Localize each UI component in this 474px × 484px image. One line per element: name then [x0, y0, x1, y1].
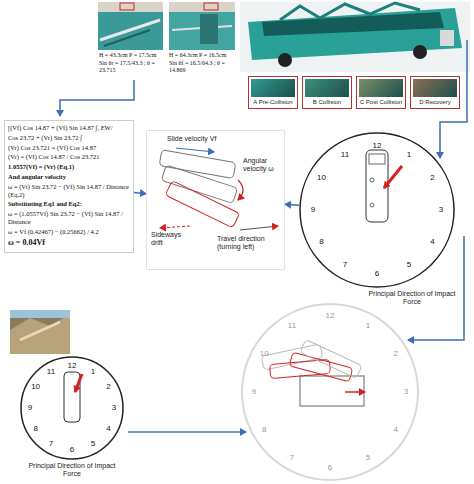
clock-number: 11 [341, 151, 349, 159]
clock-number: 10 [317, 174, 326, 182]
flow-arrow [60, 80, 134, 116]
equation-line: 1.0557(Vf) = (Vr) (Eq.1) [8, 163, 130, 171]
clock-number: 4 [394, 426, 398, 434]
clock-caption: Principal Direction of Impact Force [22, 462, 122, 479]
clock-number: 6 [375, 270, 379, 278]
impact-clock: Principal Direction of Impact Force [299, 132, 455, 288]
flow-connector [285, 204, 299, 206]
measurement-caption: H = 64.3cm P = 16.5cm [169, 52, 235, 59]
clock-number: 3 [112, 404, 116, 412]
motion-label: Sideways drift [151, 231, 191, 247]
clock-number: 2 [430, 174, 434, 182]
bus-top-view [366, 150, 402, 222]
inset-label: B Collision [305, 99, 349, 106]
equation-line: (Vr) = (Vf) Cos 14.87 / Cos 23.721 [8, 153, 130, 161]
phase-inset: D Recovery [410, 76, 460, 109]
measurement-caption: H = 43.3cm P = 17.5cm [99, 52, 165, 59]
inset-label: C Post Collision [359, 99, 403, 106]
clock-number: 7 [290, 454, 294, 462]
flow-arrow [128, 431, 246, 433]
equation-line: (Vr) Cos 23.721 = (Vf) Cos 14.87 [8, 144, 130, 152]
equation-line: ω = 0.04Vf [8, 238, 130, 248]
impact-clock: Principal Direction of Impact Force [20, 356, 124, 460]
clock-number: 1 [407, 151, 411, 159]
clock-number: 5 [407, 261, 411, 269]
flow-arrow [408, 236, 464, 340]
clock-number: 2 [394, 350, 398, 358]
equation-line: ω = (Vr) Sin 23.72 − (Vf) Sin 14.87 / Di… [8, 183, 130, 199]
inset-photo [413, 79, 457, 97]
inset-label: A Pre-Collision [251, 99, 295, 106]
clock-number: 9 [28, 404, 32, 412]
measurement-caption: Sin θf = 16.5/64.3 ; θ = 14.869 [169, 60, 235, 74]
clock-circle [21, 357, 123, 459]
phase-inset: B Collision [302, 76, 352, 109]
clock-number: 10 [31, 383, 40, 391]
clock-face [299, 132, 455, 288]
panel-photo [98, 2, 235, 50]
motion-panel: Slide velocity Vf Angular velocity ω Sidew… [146, 130, 285, 270]
clock-face [20, 356, 124, 460]
inset-label: D Recovery [413, 99, 457, 106]
phase-inset: C Post Collision [356, 76, 406, 109]
bus-top-view [64, 372, 82, 422]
clock-number: 11 [47, 368, 55, 376]
inset-photo [359, 79, 403, 97]
clock-number: 3 [439, 206, 443, 214]
motion-label: Travel direction (turning left) [217, 235, 283, 251]
clock-number: 8 [262, 426, 266, 434]
clock-number: 6 [70, 446, 74, 454]
clock-number: 12 [373, 142, 382, 150]
clock-number: 11 [288, 322, 296, 330]
clock-number: 7 [49, 440, 53, 448]
phase-inset: A Pre-Collision [248, 76, 298, 109]
clock-number: 5 [91, 440, 95, 448]
clock-number: 9 [311, 206, 315, 214]
faded-clock [242, 304, 418, 480]
equation-line: And angular velocity [8, 173, 130, 181]
clock-number: 6 [328, 464, 332, 472]
equation-line: Cos 23.72 + (Vr) Sin 23.72 ∫ [8, 134, 130, 142]
inset-photo [251, 79, 295, 97]
clock-number: 7 [343, 261, 347, 269]
equation-panel: [(Vf) Cos 14.87 + (Vf) Sin 14.87 ∫, EW/C… [4, 120, 134, 253]
clock-number: 12 [326, 312, 335, 320]
clock-number: 9 [252, 388, 256, 396]
clock-caption: Principal Direction of Impact Force [368, 290, 456, 307]
clock-number: 8 [33, 425, 37, 433]
flow-connector [134, 193, 146, 194]
clock-number: 2 [106, 383, 110, 391]
motion-label: Angular velocity ω [243, 157, 285, 173]
clock-circle [300, 133, 454, 287]
clock-number: 4 [106, 425, 110, 433]
clock-number: 8 [319, 238, 323, 246]
inset-photo [305, 79, 349, 97]
wreck-photo [10, 310, 70, 354]
clock-number: 1 [91, 368, 95, 376]
equation-line: ω = (1.0557Vf) Sin 23.72 − (Vf) Sin 14.8… [8, 210, 130, 226]
motion-label: Slide velocity Vf [167, 135, 247, 143]
clock-number: 3 [404, 388, 408, 396]
clock-number: 4 [430, 238, 434, 246]
clock-number: 10 [260, 350, 269, 358]
clock-number: 5 [366, 454, 370, 462]
equation-line: [(Vf) Cos 14.87 + (Vf) Sin 14.87 ∫, EW/ [8, 124, 130, 132]
clock-number: 1 [366, 322, 370, 330]
clock-number: 12 [68, 362, 77, 370]
equation-line: ω = Vf (0.42467) − (0.25662) / 4.2 [8, 228, 130, 236]
bus-photo [240, 2, 470, 72]
equation-line: Substituting Eq1 and Eq2: [8, 200, 130, 208]
measurement-caption: Sin θr = 17.5/43.3 ; θ = 23.715 [99, 60, 165, 74]
